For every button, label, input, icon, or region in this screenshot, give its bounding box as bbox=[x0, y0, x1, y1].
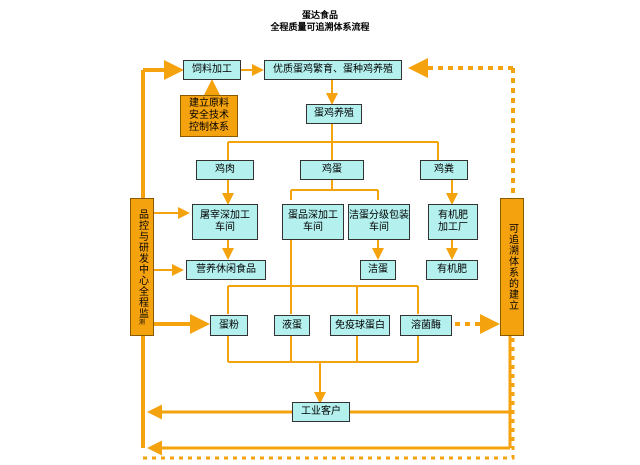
trace-dotted-bottom bbox=[142, 338, 515, 460]
node-clean-egg-workshop: 洁蛋分级包装 车间 bbox=[348, 204, 410, 240]
node-organic-fertilizer: 有机肥 bbox=[426, 260, 478, 280]
traceability-label: 可追溯体系的建立 bbox=[506, 223, 518, 311]
node-immune-globulin: 免疫球蛋白 bbox=[330, 315, 390, 336]
products-collector-lines bbox=[227, 336, 419, 390]
node-liquid-egg: 液蛋 bbox=[274, 315, 310, 336]
node-slaughter-workshop: 屠宰深加工 车间 bbox=[192, 204, 258, 240]
rd-center-label: 品控与研发中心全程监 bbox=[136, 208, 148, 319]
node-egg-processing-workshop: 蛋品深加工 车间 bbox=[282, 204, 344, 240]
farming-branch-lines bbox=[227, 124, 439, 159]
rd-center-label-tail: 测 bbox=[138, 318, 145, 326]
node-snack-food: 营养休闲食品 bbox=[186, 260, 266, 280]
product-distribution-lines bbox=[227, 285, 419, 314]
node-breeding: 优质蛋鸡繁育、蛋种鸡养殖 bbox=[264, 60, 402, 80]
node-traceability-system: 可追溯体系的建立 bbox=[500, 198, 524, 336]
node-chicken-manure: 鸡粪 bbox=[420, 160, 468, 180]
branch-arrowheads bbox=[227, 156, 439, 160]
node-feed-processing: 饲料加工 bbox=[183, 60, 241, 80]
node-lysozyme: 溶菌酶 bbox=[400, 315, 452, 336]
node-rd-center: 品控与研发中心全程监 测 bbox=[130, 198, 154, 336]
company-title: 蛋达食品 bbox=[301, 11, 338, 21]
node-raw-material-control: 建立原料 安全技术 控制体系 bbox=[180, 95, 238, 137]
node-egg-powder: 蛋粉 bbox=[210, 315, 248, 336]
node-eggs: 鸡蛋 bbox=[300, 160, 364, 180]
node-clean-egg: 洁蛋 bbox=[360, 260, 396, 280]
diagram-subtitle: 全程质量可追溯体系流程 bbox=[270, 23, 370, 33]
node-chicken-meat: 鸡肉 bbox=[196, 160, 254, 180]
node-fertilizer-plant: 有机肥 加工厂 bbox=[428, 204, 478, 240]
node-layer-farming: 蛋鸡养殖 bbox=[306, 104, 362, 124]
node-industrial-customers: 工业客户 bbox=[292, 402, 350, 422]
eggs-split-lines bbox=[290, 180, 379, 200]
